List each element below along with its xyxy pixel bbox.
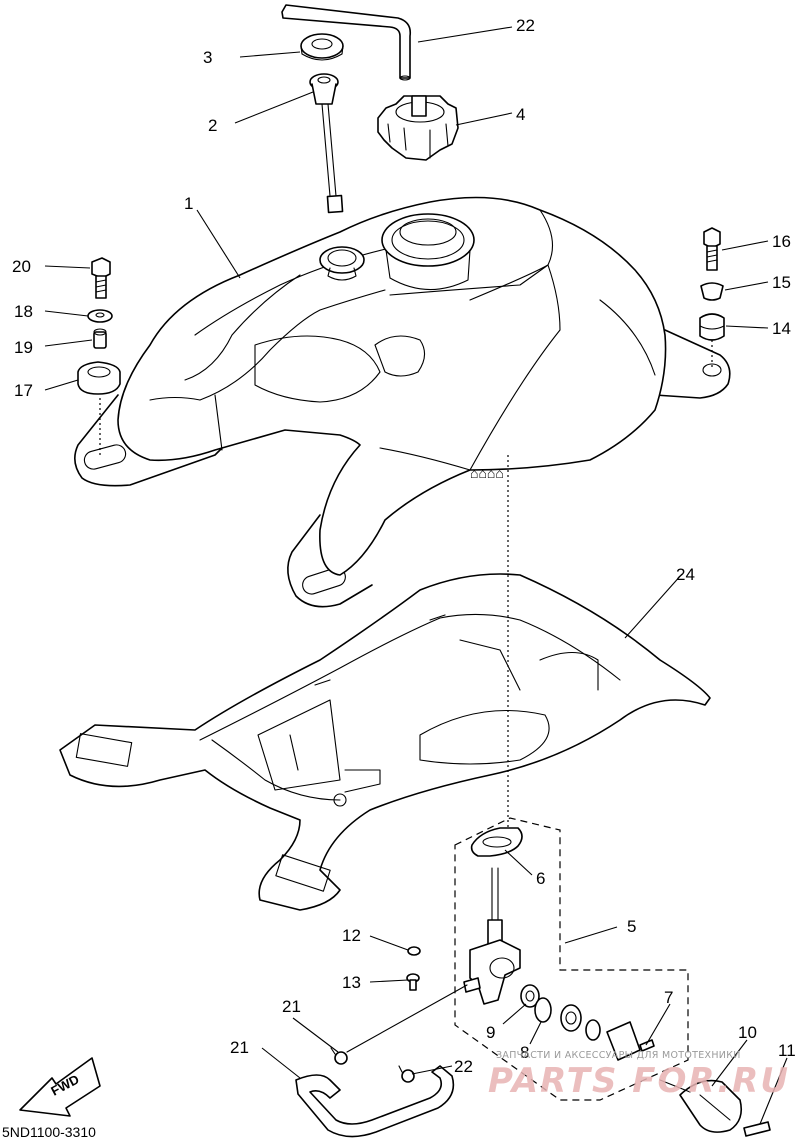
callout-17: 17 (14, 381, 33, 400)
callout-22-upper: 21 (282, 997, 301, 1016)
callout-23: 22 (516, 16, 535, 35)
fuel-hose-21 (295, 1065, 455, 1138)
callout-labels: 3 2 22 4 1 20 18 19 17 16 15 14 24 6 5 1… (12, 16, 796, 1076)
tank-bottom-mark: ⌂⌂⌂⌂ (470, 465, 504, 481)
breather-hose (281, 4, 412, 81)
screw-11 (743, 1121, 771, 1137)
callout-4: 4 (516, 105, 525, 124)
damper-14 (699, 313, 725, 341)
fwd-arrow-icon: FWD (19, 1057, 101, 1117)
collar-19 (93, 328, 107, 349)
hose-routing-line (346, 984, 468, 1053)
spring-washer (585, 1019, 601, 1041)
callout-13: 13 (342, 973, 361, 992)
diagram-code: 5ND1100-3310 (2, 1124, 96, 1140)
bolt-20 (91, 257, 111, 299)
watermark-tagline: ЗАПЧАСТИ И АКСЕССУАРЫ ДЛЯ МОТОТЕХНИКИ (496, 1050, 741, 1061)
leader-lines (44, 26, 788, 1125)
callout-14: 14 (772, 319, 791, 338)
callout-22-lower: 22 (454, 1057, 473, 1076)
tank-protector-tray (59, 573, 711, 911)
callout-12: 12 (342, 926, 361, 945)
damper-17 (77, 361, 121, 395)
washer-12 (407, 946, 421, 956)
callout-15: 15 (772, 273, 791, 292)
callout-10: 10 (738, 1023, 757, 1042)
callout-21: 21 (230, 1038, 249, 1057)
washer-18 (87, 309, 113, 323)
bolt-16 (703, 227, 721, 271)
fuel-cock-body (463, 867, 521, 1005)
gasket-6 (470, 827, 523, 857)
callout-20: 20 (12, 257, 31, 276)
fuel-cap (377, 95, 459, 161)
clamp-22-lower (398, 1065, 415, 1083)
callout-3: 3 (203, 48, 212, 67)
callout-2: 2 (208, 116, 217, 135)
callout-9: 9 (486, 1023, 495, 1042)
fuel-cock-assembly-boundary (454, 817, 689, 1101)
fuel-tank: ⌂⌂⌂⌂ (74, 196, 731, 608)
callout-1: 1 (184, 194, 193, 213)
callout-16: 16 (772, 232, 791, 251)
callout-18: 18 (14, 302, 33, 321)
callout-11: 11 (778, 1041, 796, 1060)
callout-24: 24 (676, 565, 695, 584)
callout-19: 19 (14, 338, 33, 357)
collar-15 (700, 282, 724, 301)
o-ring-9 (520, 984, 540, 1008)
clamp-22-upper (330, 1047, 348, 1065)
callout-7: 7 (664, 988, 673, 1007)
screw-13 (406, 973, 420, 991)
fuel-level-sender (309, 73, 344, 214)
sender-grommet (300, 33, 344, 61)
diaphragm (560, 1004, 582, 1032)
cock-lever-10 (659, 1079, 743, 1133)
seal-8 (534, 997, 552, 1023)
callout-6: 6 (536, 869, 545, 888)
callout-8: 8 (520, 1043, 529, 1062)
callout-5: 5 (627, 917, 636, 936)
watermark-brand: PARTS FOR.RU (488, 1061, 790, 1101)
